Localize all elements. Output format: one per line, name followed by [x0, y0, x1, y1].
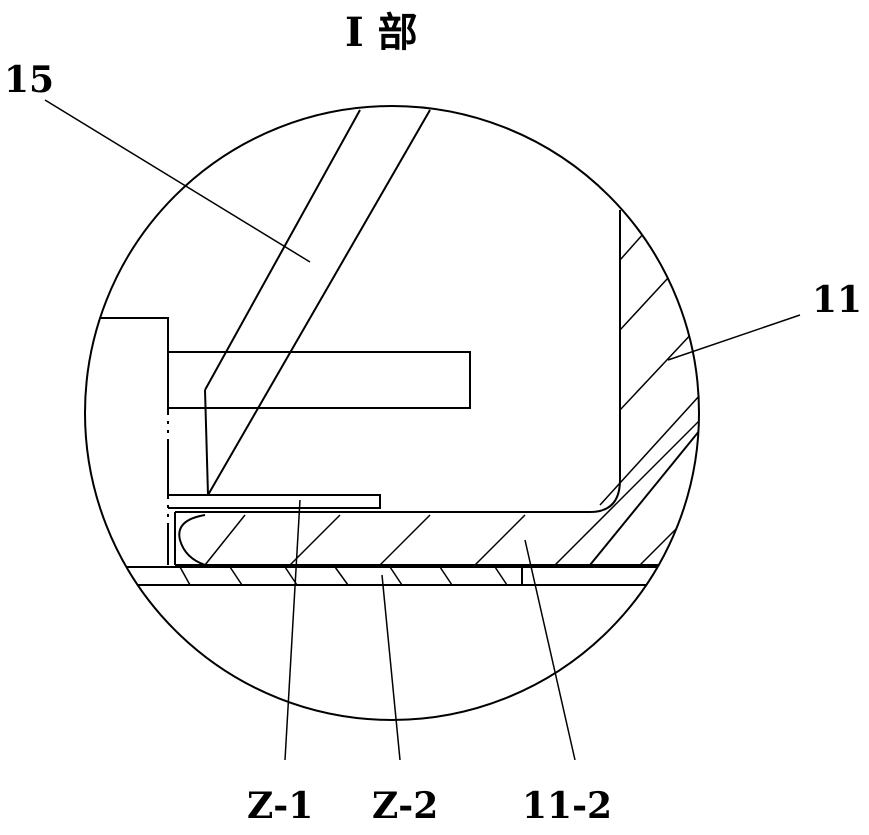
blade-15	[204, 109, 431, 496]
label-11-2: 11-2	[522, 785, 612, 827]
strip-z2	[85, 566, 699, 586]
detail-circle	[84, 105, 700, 721]
housing-section	[174, 210, 699, 566]
label-15: 15	[4, 59, 54, 101]
label-z2: Z-2	[372, 785, 438, 827]
section-geometry	[85, 109, 699, 586]
left-block	[95, 317, 471, 565]
detail-title: I 部	[345, 9, 418, 56]
label-z1: Z-1	[247, 785, 313, 827]
label-11: 11	[812, 279, 862, 321]
leader-lines	[44, 99, 801, 761]
